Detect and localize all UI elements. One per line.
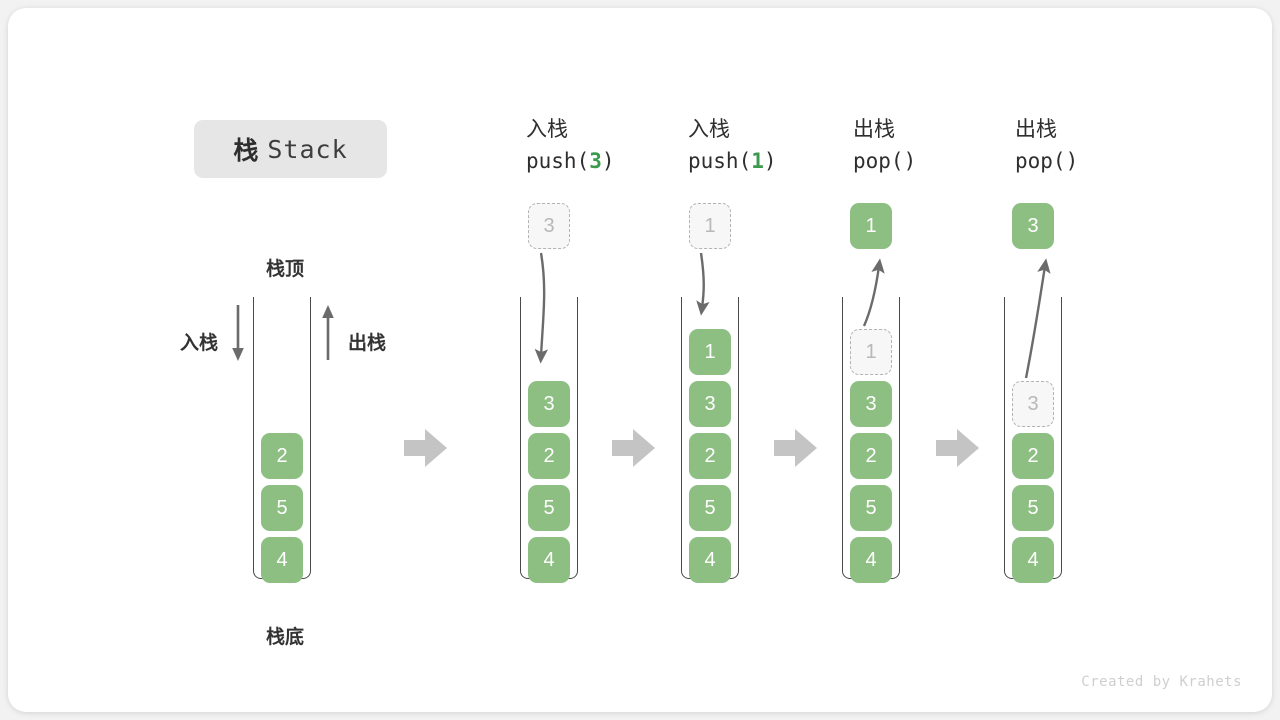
floating-cell-pop-3: 3: [1012, 203, 1054, 249]
op-prefix: pop(: [1015, 149, 1066, 173]
stack-cell: 2: [689, 433, 731, 479]
step-arrow-1: [404, 429, 447, 467]
stack-cell: 1: [689, 329, 731, 375]
stack-cell: 3: [850, 381, 892, 427]
stack-cell: 5: [261, 485, 303, 531]
column-header-cn: 入栈: [526, 118, 568, 141]
stack-cell: 4: [528, 537, 570, 583]
stack-cell: 4: [689, 537, 731, 583]
op-prefix: push(: [526, 149, 590, 173]
stack-cell: 5: [689, 485, 731, 531]
op-num: 3: [589, 149, 602, 173]
pop-direction-label: 出栈: [348, 333, 387, 354]
floating-cell-push-3: 3: [528, 203, 570, 249]
push-arrow-icon: [232, 305, 244, 361]
column-header-pop-1: 出栈 pop(): [853, 115, 1023, 177]
pop-arrow-icon: [322, 305, 334, 360]
op-suffix: ): [903, 149, 917, 173]
column-header-op: push(3): [526, 145, 696, 177]
stack-cell-removed: 1: [850, 329, 892, 375]
column-header-op: push(1): [688, 145, 858, 177]
floating-cell-pop-1: 1: [850, 203, 892, 249]
diagram-card: 栈 Stack 栈顶 栈底 入栈 出栈 入栈 push(3) 入栈 push(1…: [8, 8, 1272, 712]
stack-cell: 5: [850, 485, 892, 531]
op-prefix: pop(: [853, 149, 904, 173]
stack-cell: 2: [528, 433, 570, 479]
op-suffix: ): [763, 149, 777, 173]
stack-cell: 5: [1012, 485, 1054, 531]
stack-cell: 3: [528, 381, 570, 427]
op-num: 1: [751, 149, 764, 173]
stack-top-label: 栈顶: [266, 259, 305, 280]
stack-cell: 2: [850, 433, 892, 479]
stack-cell: 4: [850, 537, 892, 583]
column-header-push-1: 入栈 push(1): [688, 115, 858, 177]
step-arrow-3: [774, 429, 817, 467]
column-header-pop-3: 出栈 pop(): [1015, 115, 1185, 177]
stack-cell: 2: [1012, 433, 1054, 479]
op-suffix: ): [601, 149, 615, 173]
stack-cell: 2: [261, 433, 303, 479]
column-header-cn: 入栈: [688, 118, 730, 141]
stack-cell: 4: [1012, 537, 1054, 583]
column-header-op: pop(): [1015, 145, 1185, 177]
column-header-push-3: 入栈 push(3): [526, 115, 696, 177]
push-direction-label: 入栈: [180, 333, 219, 354]
op-suffix: ): [1065, 149, 1079, 173]
column-header-cn: 出栈: [1015, 118, 1057, 141]
arrow-overlay: [232, 252, 1051, 467]
column-header-cn: 出栈: [853, 118, 895, 141]
title-cn: 栈: [233, 137, 259, 165]
stack-cell: 3: [689, 381, 731, 427]
floating-cell-push-1: 1: [689, 203, 731, 249]
title-badge: 栈 Stack: [194, 120, 387, 178]
column-header-op: pop(): [853, 145, 1023, 177]
op-prefix: push(: [688, 149, 752, 173]
title-en: Stack: [267, 134, 348, 164]
step-arrow-2: [612, 429, 655, 467]
stack-cell-removed: 3: [1012, 381, 1054, 427]
stack-cell: 4: [261, 537, 303, 583]
stack-cell: 5: [528, 485, 570, 531]
stack-bottom-label: 栈底: [266, 627, 305, 648]
watermark: Created by Krahets: [1081, 674, 1242, 690]
step-arrow-4: [936, 429, 979, 467]
